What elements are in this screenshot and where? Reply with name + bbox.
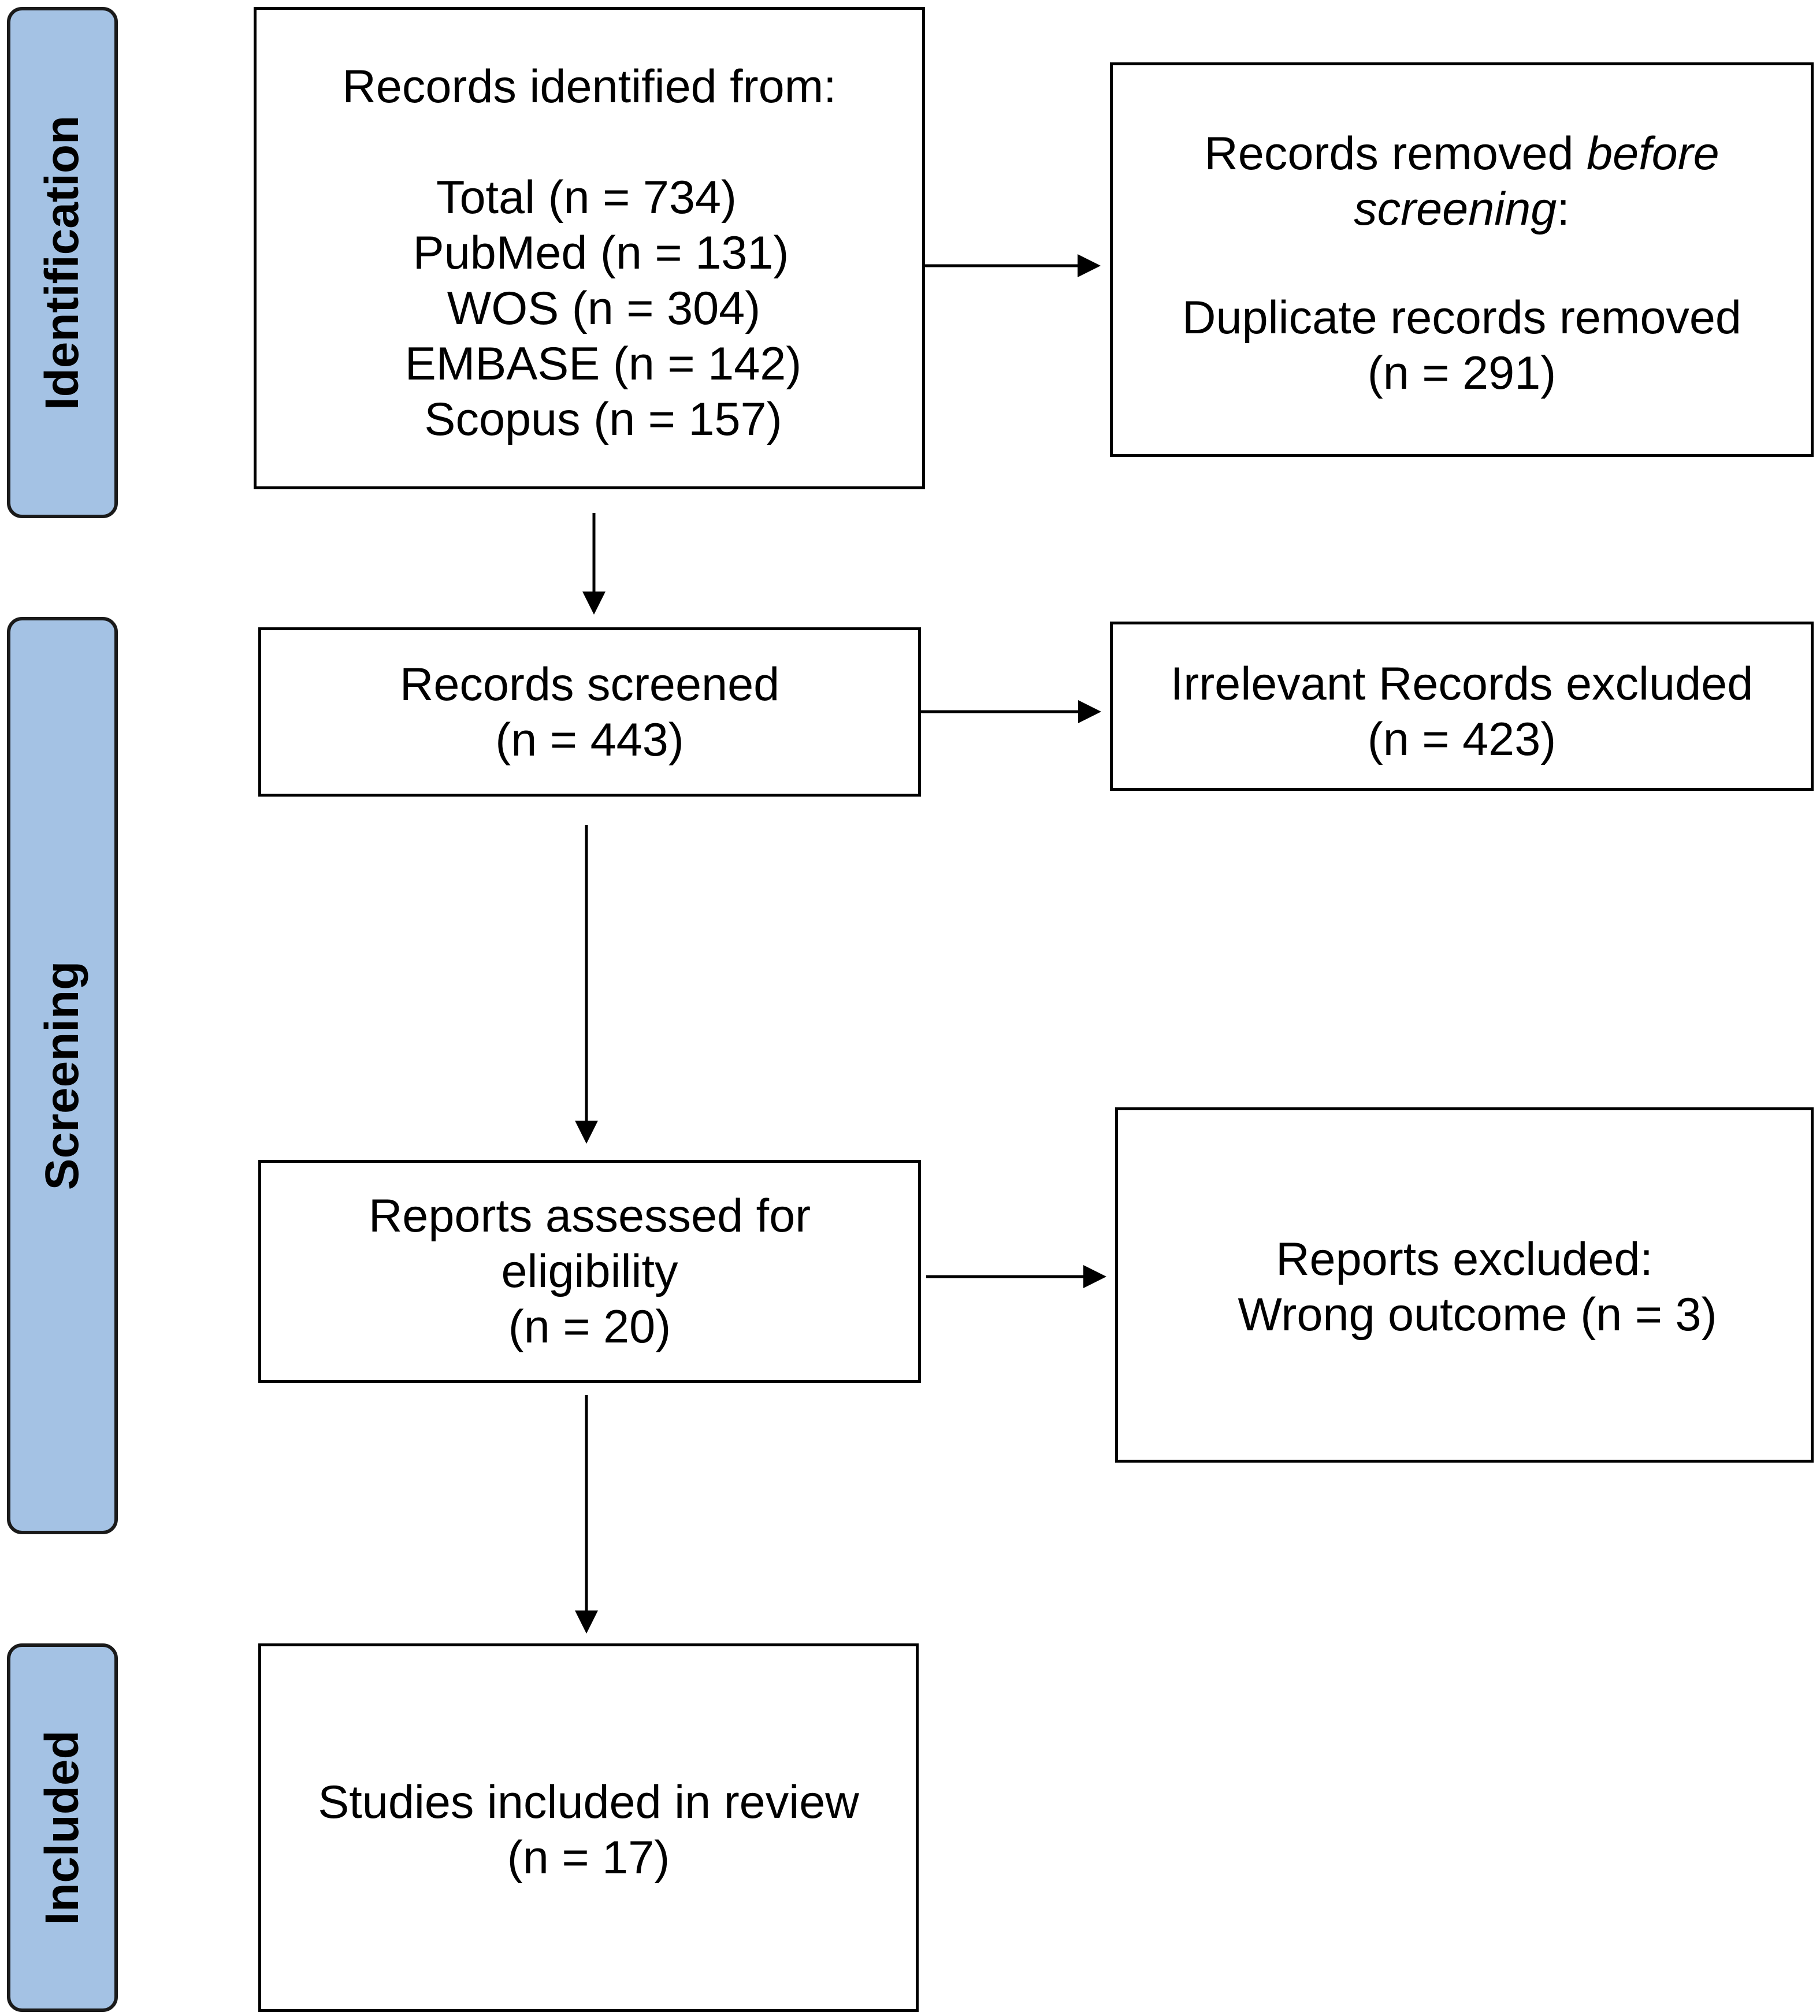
reports-excluded-label: Reports excluded: <box>1276 1233 1653 1285</box>
records-removed-prefix: Records removed <box>1204 128 1587 180</box>
records-identified-heading: Records identified from: <box>342 61 837 113</box>
records-removed-italic-before: before <box>1587 128 1719 180</box>
source-total: Total (n = 734) <box>436 172 737 224</box>
arrowhead-down-2 <box>575 1121 598 1144</box>
records-screened-label: Records screened <box>399 658 780 711</box>
reports-excluded-reason: Wrong outcome (n = 3) <box>1238 1289 1717 1341</box>
arrowhead-right-3 <box>1083 1265 1106 1288</box>
arrowhead-down-1 <box>582 592 606 615</box>
source-wos: WOS (n = 304) <box>447 282 761 334</box>
reports-assessed-label-2: eligibility <box>501 1245 678 1297</box>
arrowhead-right-2 <box>1078 700 1101 723</box>
arrowhead-right-1 <box>1078 254 1101 277</box>
records-removed-colon: : <box>1557 183 1570 235</box>
irrelevant-excluded-box: Irrelevant Records excluded (n = 423) <box>1110 622 1814 791</box>
studies-included-box: Studies included in review (n = 17) <box>258 1643 919 2012</box>
irrelevant-excluded-label: Irrelevant Records excluded <box>1170 658 1754 710</box>
records-screened-count: (n = 443) <box>495 713 684 766</box>
reports-assessed-box: Reports assessed for eligibility (n = 20… <box>258 1160 921 1383</box>
records-removed-italic-screening: screening <box>1354 183 1557 235</box>
reports-excluded-box: Reports excluded: Wrong outcome (n = 3) <box>1115 1107 1814 1463</box>
studies-included-label: Studies included in review <box>318 1776 859 1828</box>
duplicate-records-count: (n = 291) <box>1367 347 1557 399</box>
source-pubmed: PubMed (n = 131) <box>413 227 789 279</box>
studies-included-count: (n = 17) <box>507 1832 670 1884</box>
phase-identification: Identification <box>7 7 118 518</box>
records-screened-box: Records screened (n = 443) <box>258 627 921 797</box>
phase-screening: Screening <box>7 617 118 1534</box>
reports-assessed-label-1: Reports assessed for <box>368 1190 811 1242</box>
records-removed-line1: Records removed before <box>1204 126 1719 181</box>
records-removed-box: Records removed before screening: Duplic… <box>1110 62 1814 457</box>
arrowhead-down-3 <box>575 1610 598 1634</box>
duplicate-records-label: Duplicate records removed <box>1182 292 1741 344</box>
reports-assessed-count: (n = 20) <box>508 1301 671 1353</box>
source-scopus: Scopus (n = 157) <box>424 393 782 445</box>
phase-included: Included <box>7 1643 118 2012</box>
records-identified-box: Records identified from: Total (n = 734)… <box>254 7 925 489</box>
records-removed-line2: screening: <box>1354 181 1570 237</box>
irrelevant-excluded-count: (n = 423) <box>1367 713 1557 765</box>
source-embase: EMBASE (n = 142) <box>404 338 802 390</box>
